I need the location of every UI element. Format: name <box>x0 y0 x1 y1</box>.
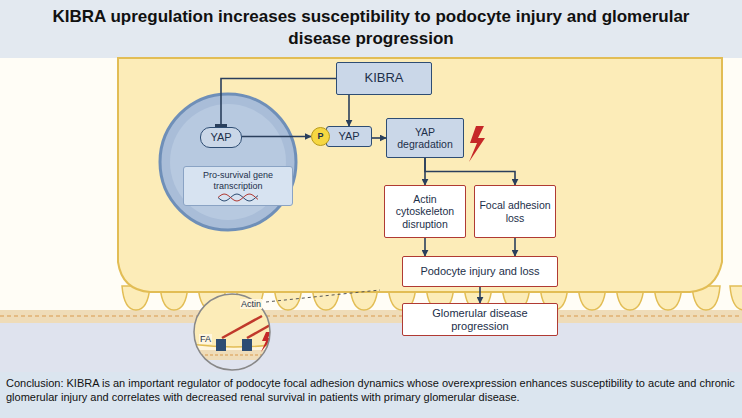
connector-arrow <box>424 238 426 256</box>
dna-icon <box>218 193 258 202</box>
caption-band <box>0 372 742 418</box>
connector-arrow <box>221 79 336 128</box>
inset-circle <box>194 294 270 370</box>
connector-arrow <box>242 136 311 138</box>
basement-membrane-line <box>0 315 742 316</box>
outcome-box: Glomerular disease progression <box>402 303 558 336</box>
node-text: YAP <box>338 130 359 143</box>
regulator-box: KIBRA <box>336 62 432 95</box>
node-text: YAP <box>210 131 231 144</box>
connector-arrow <box>372 137 386 139</box>
nucleus <box>160 94 296 230</box>
connector-arrow <box>348 95 350 126</box>
title: KIBRA upregulation increases susceptibil… <box>20 6 722 50</box>
connector-arrow <box>479 287 481 303</box>
node-text: Podocyte injury and loss <box>420 265 539 278</box>
node-text: YAP degradation <box>391 126 459 150</box>
part-label: Actin <box>240 299 262 309</box>
connector-arrow <box>425 158 515 185</box>
leader-line <box>266 290 380 302</box>
effect-box: Focal adhesion loss <box>474 185 556 238</box>
node-text: Actin cytoskeleton disruption <box>389 193 461 229</box>
connector-arrow <box>514 238 516 256</box>
background <box>0 58 742 372</box>
foot-process <box>730 286 742 310</box>
node-text: P <box>317 131 323 141</box>
inset-detail <box>190 290 280 380</box>
protein-box: YAP <box>326 126 372 147</box>
process-box: Pro-survival gene transcription <box>183 166 293 206</box>
protein-box: YAP <box>200 127 242 148</box>
outcome-box: Podocyte injury and loss <box>402 256 558 287</box>
caption: Conclusion: KIBRA is an important regula… <box>6 376 736 404</box>
title-band <box>0 0 742 58</box>
basement-membrane <box>0 310 742 323</box>
node-text: Focal adhesion loss <box>479 199 551 223</box>
phosphate-circle: P <box>311 127 330 146</box>
process-box: YAP degradation <box>386 118 464 158</box>
node-text: Pro-survival gene transcription <box>188 170 288 191</box>
effect-box: Actin cytoskeleton disruption <box>384 185 466 238</box>
podocyte-body <box>118 58 722 292</box>
lightning-bolt <box>469 126 485 162</box>
part-label: FA <box>199 334 212 344</box>
node-text: KIBRA <box>364 71 403 86</box>
capillary <box>0 322 742 372</box>
node-text: Glomerular disease progression <box>407 307 553 332</box>
